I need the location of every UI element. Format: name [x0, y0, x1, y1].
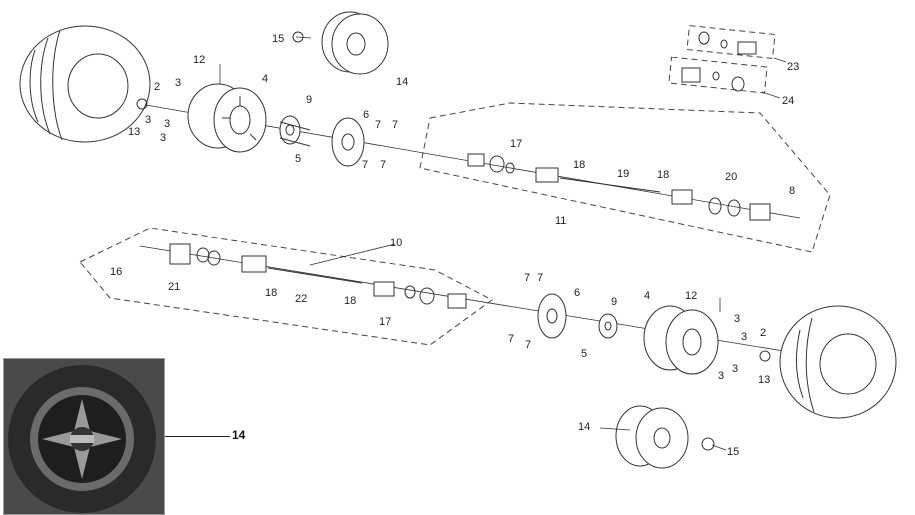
- label-19: 19: [617, 168, 629, 180]
- rim-upper-left: [187, 83, 267, 153]
- label-15-top: 15: [272, 33, 284, 45]
- label-3-upper-b: 3: [145, 114, 151, 126]
- label-13-lower: 13: [758, 374, 770, 386]
- label-3-lower-c: 3: [718, 370, 724, 382]
- label-9-lower: 9: [611, 296, 617, 308]
- label-7-lower-b: 7: [537, 272, 543, 284]
- label-17-upper: 17: [510, 138, 522, 150]
- label-5-lower: 5: [581, 348, 587, 360]
- label-3-upper-a: 3: [175, 77, 181, 89]
- label-10: 10: [390, 237, 402, 249]
- label-11: 11: [555, 215, 566, 227]
- brake-disc-6-lower: [537, 293, 567, 339]
- photo-callout-14: 14: [232, 428, 246, 442]
- label-15-bottom: 15: [727, 446, 739, 458]
- label-9-upper: 9: [306, 94, 312, 106]
- rim-14-bottom: [615, 405, 689, 469]
- photo-leader-line: [165, 436, 230, 437]
- label-7-upper-b: 7: [392, 119, 398, 131]
- hub-9-upper: [279, 115, 311, 147]
- wheel-photo-image: [4, 359, 164, 514]
- label-7-upper-d: 7: [380, 159, 386, 171]
- label-20: 20: [725, 171, 737, 183]
- label-21: 21: [168, 281, 180, 293]
- upper-shaft-components: [467, 153, 771, 221]
- shaft-19-upper: [559, 177, 661, 193]
- label-16: 16: [110, 266, 122, 278]
- label-14-top: 14: [396, 76, 408, 88]
- label-13-upper: 13: [128, 126, 140, 138]
- label-3-lower-a: 3: [734, 313, 740, 325]
- label-8: 8: [789, 185, 795, 197]
- label-14-bottom: 14: [578, 421, 590, 433]
- tire-upper-left: [19, 25, 151, 143]
- shaft-22-lower: [267, 267, 363, 284]
- brake-disc-6-upper: [331, 117, 365, 167]
- label-3-lower-b: 3: [741, 331, 747, 343]
- label-4-lower: 4: [644, 290, 650, 302]
- label-18-upper-a: 18: [573, 159, 585, 171]
- lower-assembly-boundary: [79, 227, 493, 346]
- label-22: 22: [295, 293, 307, 305]
- label-2-upper: 2: [154, 81, 160, 93]
- label-12-upper: 12: [193, 54, 205, 66]
- label-18-lower-b: 18: [344, 295, 356, 307]
- label-7-upper-a: 7: [375, 119, 381, 131]
- label-12-lower: 12: [685, 290, 697, 302]
- inset-kits: [668, 25, 787, 99]
- nut-13-upper: [136, 98, 148, 110]
- cap-15-top: [292, 31, 304, 43]
- label-7-lower-d: 7: [525, 339, 531, 351]
- upper-assembly-boundary: [419, 102, 831, 253]
- label-7-lower-c: 7: [508, 333, 514, 345]
- label-7-lower-a: 7: [524, 272, 530, 284]
- wheel-photo: [3, 358, 165, 515]
- label-3-upper-c: 3: [164, 118, 170, 130]
- label-3-lower-d: 3: [732, 363, 738, 375]
- rim-14-top: [321, 11, 389, 75]
- label-5-upper: 5: [295, 153, 301, 165]
- label-18-upper-b: 18: [657, 169, 669, 181]
- hub-9-lower: [598, 313, 618, 339]
- label-23: 23: [787, 61, 799, 73]
- label-7-upper-c: 7: [362, 159, 368, 171]
- rim-lower-right: [643, 305, 719, 375]
- label-17-lower: 17: [379, 316, 391, 328]
- label-24: 24: [782, 95, 794, 107]
- tire-lower-right: [779, 305, 897, 419]
- lower-shaft-components: [169, 243, 467, 309]
- label-2-lower: 2: [760, 327, 766, 339]
- label-3-upper-d: 3: [160, 132, 166, 144]
- label-18-lower-a: 18: [265, 287, 277, 299]
- label-4-upper: 4: [262, 73, 268, 85]
- label-6-lower: 6: [574, 287, 580, 299]
- nut-13-lower: [759, 350, 771, 362]
- cap-15-bottom: [701, 437, 715, 451]
- label-6-upper: 6: [363, 109, 369, 121]
